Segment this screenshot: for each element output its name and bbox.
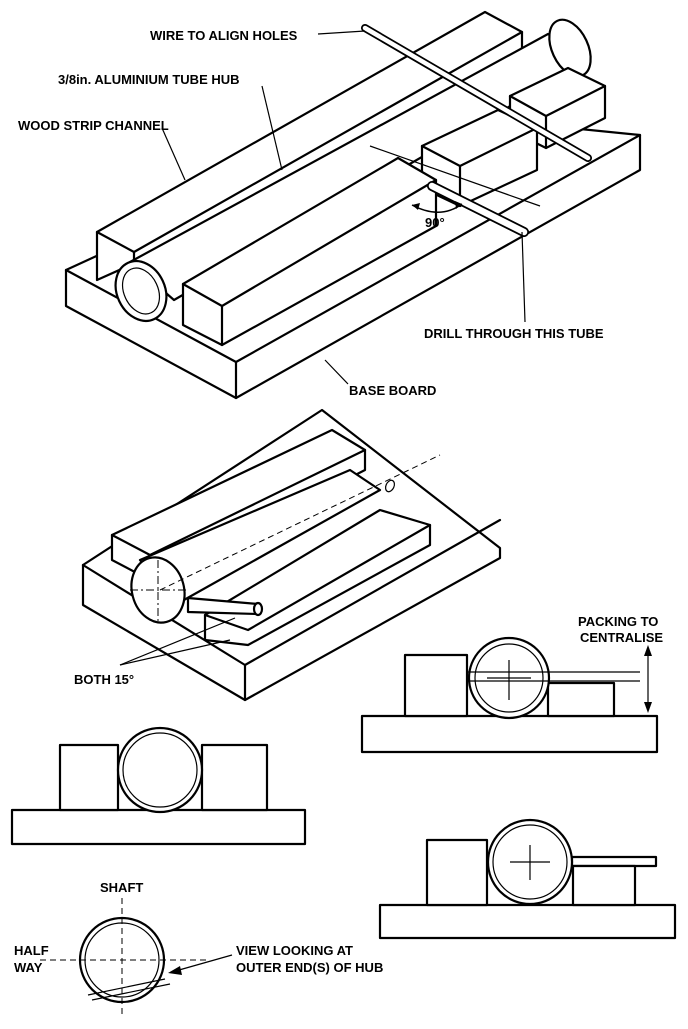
label-shaft: SHAFT xyxy=(100,880,143,895)
label-view-line2: OUTER END(S) OF HUB xyxy=(236,960,383,975)
label-angle-90: 90° xyxy=(425,215,445,230)
wood-strip-front xyxy=(181,156,438,347)
figure-angled-jig: BOTH 15° xyxy=(74,408,502,702)
figure-shaft-halfway: SHAFT HALF WAY VIEW LOOKING AT OUTER END… xyxy=(14,880,383,1018)
figure-packing: PACKING TO CENTRALISE xyxy=(360,614,663,754)
label-both-15: BOTH 15° xyxy=(74,672,134,687)
label-half-line1: HALF xyxy=(14,943,49,958)
label-half-line2: WAY xyxy=(14,960,43,975)
figure-end-view-right xyxy=(378,818,677,940)
figure-end-view-left xyxy=(10,726,307,846)
label-tube-hub: 3/8in. ALUMINIUM TUBE HUB xyxy=(58,72,240,87)
wire-rod xyxy=(361,24,592,162)
label-wood-strip: WOOD STRIP CHANNEL xyxy=(18,118,169,133)
label-wire-align: WIRE TO ALIGN HOLES xyxy=(150,28,298,43)
figure-isometric-jig: WIRE TO ALIGN HOLES 3/8in. ALUMINIUM TUB… xyxy=(18,10,642,400)
drill-rod xyxy=(427,181,529,237)
label-view-line1: VIEW LOOKING AT xyxy=(236,943,353,958)
label-base-board: BASE BOARD xyxy=(349,383,436,398)
label-drill-through: DRILL THROUGH THIS TUBE xyxy=(424,326,604,341)
aluminium-tube xyxy=(114,18,592,322)
label-packing-line1: PACKING TO xyxy=(578,614,658,629)
label-packing-line2: CENTRALISE xyxy=(580,630,663,645)
